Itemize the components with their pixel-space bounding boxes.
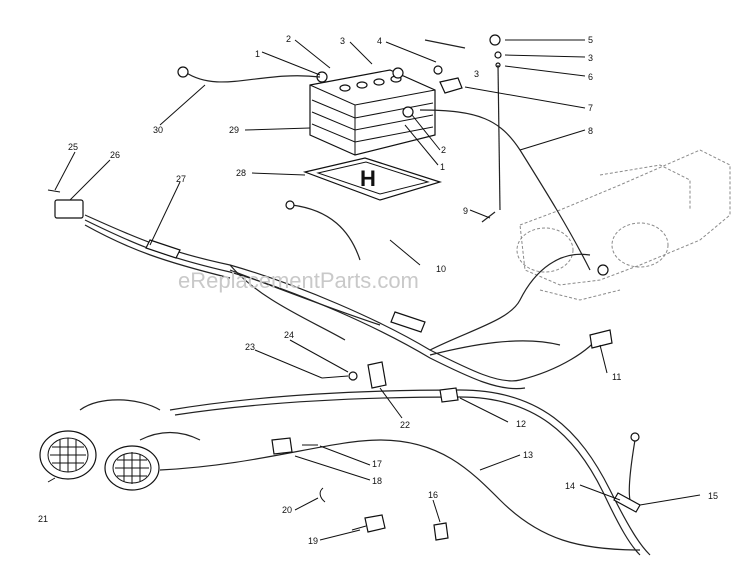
callout-1a: 1 — [255, 49, 260, 59]
callout-3b: 3 — [588, 53, 593, 63]
battery-cable-8 — [419, 109, 591, 271]
callout-30: 30 — [153, 125, 163, 135]
callout-18: 18 — [372, 476, 382, 486]
callout-10: 10 — [436, 264, 446, 274]
callout-12: 12 — [516, 419, 526, 429]
callout-14: 14 — [565, 481, 575, 491]
callout-26: 26 — [110, 150, 120, 160]
callout-21: 21 — [38, 514, 48, 524]
callout-4: 4 — [377, 36, 382, 46]
callout-labels: 1 2 3 4 5 3 6 3 7 8 9 10 2 1 28 29 30 25… — [38, 34, 718, 546]
callout-13: 13 — [523, 450, 533, 460]
callout-15: 15 — [708, 491, 718, 501]
engine-outline — [516, 149, 731, 301]
callout-17: 17 — [372, 459, 382, 469]
callout-8: 8 — [588, 126, 593, 136]
callout-20: 20 — [282, 505, 292, 515]
headlight-lamps — [39, 430, 160, 491]
main-harness — [54, 199, 601, 390]
wire-10 — [291, 204, 361, 261]
callout-25: 25 — [68, 142, 78, 152]
watermark: eReplacementParts.com — [178, 268, 419, 293]
callout-28: 28 — [236, 168, 246, 178]
callout-22: 22 — [400, 420, 410, 430]
callout-3a: 3 — [340, 36, 345, 46]
callout-27: 27 — [176, 174, 186, 184]
svg-text:H: H — [360, 166, 376, 191]
leader-lines — [47, 39, 701, 541]
battery — [309, 65, 443, 156]
callout-1b: 1 — [440, 162, 445, 172]
wire-13 — [169, 389, 651, 556]
callout-23: 23 — [245, 342, 255, 352]
callout-9: 9 — [463, 206, 468, 216]
callout-24: 24 — [284, 330, 294, 340]
terminal-hardware — [424, 34, 502, 223]
callout-5: 5 — [588, 35, 593, 45]
callout-2a: 2 — [286, 34, 291, 44]
callout-29: 29 — [229, 125, 239, 135]
small-parts — [47, 189, 613, 541]
callout-19: 19 — [308, 536, 318, 546]
callout-3c: 3 — [474, 69, 479, 79]
callout-7: 7 — [588, 103, 593, 113]
connector-26 — [54, 199, 84, 219]
callout-11: 11 — [612, 372, 621, 382]
callout-16: 16 — [428, 490, 438, 500]
callout-2b: 2 — [441, 145, 446, 155]
callout-6: 6 — [588, 72, 593, 82]
battery-tray: H — [302, 157, 443, 201]
battery-cable-30 — [184, 71, 321, 83]
